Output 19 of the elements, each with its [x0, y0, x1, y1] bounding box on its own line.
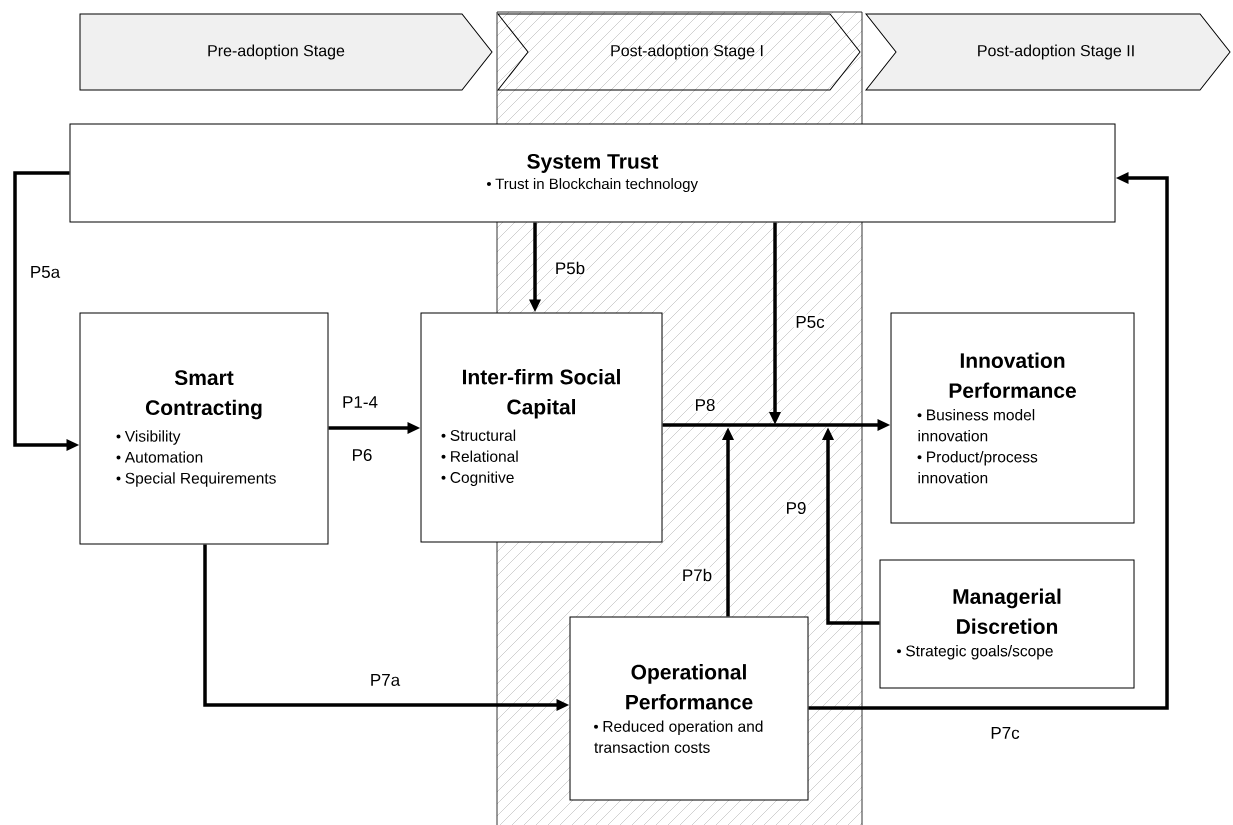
- edge-label: P5a: [28, 264, 62, 280]
- concept-box: System Trust Trust in Blockchain technology: [69, 123, 1116, 223]
- edge-label: P1-4: [340, 394, 380, 410]
- concept-box: Innovation Performance Business model innovation Product/process innovation: [890, 312, 1135, 524]
- stage-banner: Post-adoption Stage I: [497, 13, 861, 91]
- concept-box: Managerial Discretion Strategic goals/scope: [879, 559, 1135, 689]
- concept-box: Smart Contracting Visibility Automation Special Requirements: [79, 312, 329, 545]
- edge-label: P8: [693, 397, 717, 413]
- edge-label: P7c: [988, 725, 1022, 741]
- concept-box: Inter-firm Social Capital Structural Relational Cognitive: [420, 312, 663, 543]
- proposition-label: P6: [350, 447, 374, 463]
- edge-label: P9: [784, 500, 808, 516]
- edge-label: P5b: [553, 260, 587, 276]
- stage-banner: Post-adoption Stage II: [865, 13, 1231, 91]
- stage-banner: Pre-adoption Stage: [79, 13, 493, 91]
- edge-label: P7b: [680, 567, 714, 583]
- edge-label: P7a: [368, 672, 402, 688]
- concept-box: Operational Performance Reduced operation and transaction costs: [569, 616, 809, 801]
- edge-label: P5c: [793, 314, 827, 330]
